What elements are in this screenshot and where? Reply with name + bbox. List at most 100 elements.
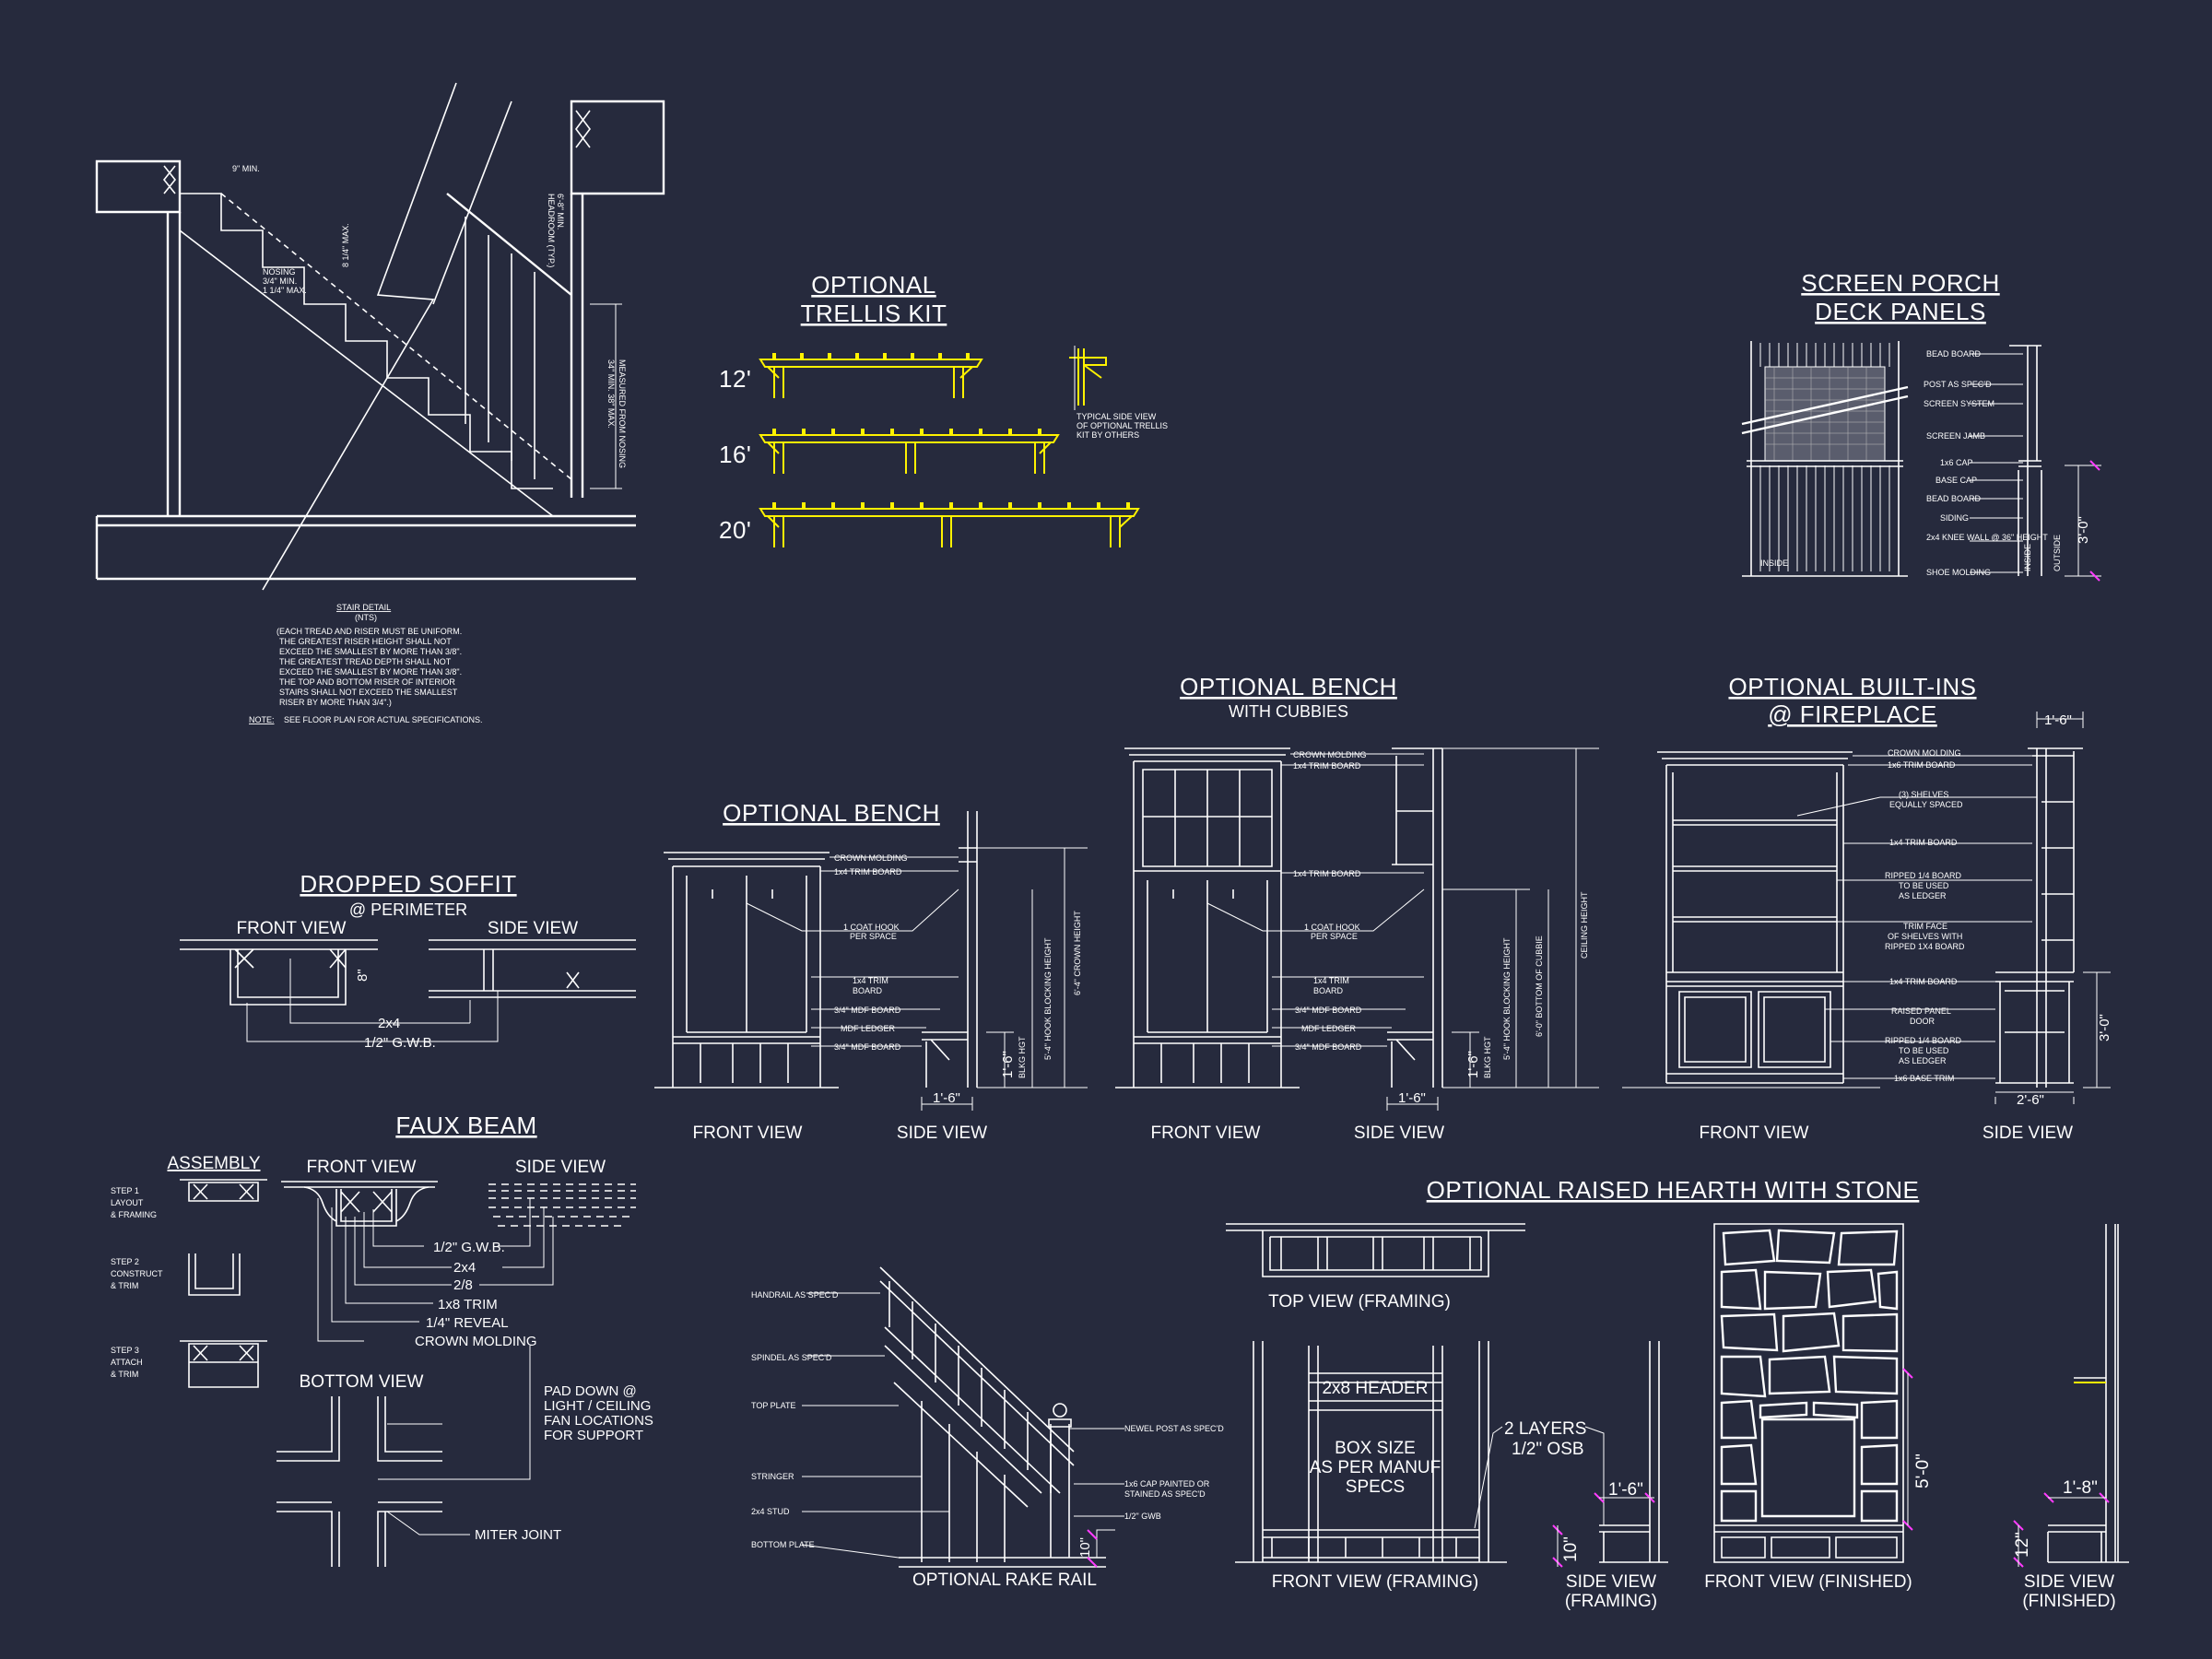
builtins-side-view: SIDE VIEW bbox=[1983, 1124, 2073, 1143]
faux-step1-l2: LAYOUT bbox=[111, 1198, 144, 1207]
faux-assembly: ASSEMBLY bbox=[167, 1154, 260, 1173]
cubbies-hook-dim: 5'-4" HOOK BLOCKING HEIGHT bbox=[1502, 937, 1512, 1060]
builtins-callout-14: DOOR bbox=[1910, 1017, 1936, 1026]
hearth-box-2: AS PER MANUF bbox=[1310, 1458, 1441, 1477]
stair-note-3: EXCEED THE SMALLEST BY MORE THAN 3/8". bbox=[279, 647, 462, 656]
hearth-osb-1: 2 LAYERS bbox=[1504, 1419, 1586, 1439]
rake-left-2: SPINDEL AS SPEC'D bbox=[751, 1353, 832, 1362]
rake-right-1: NEWEL POST AS SPEC'D bbox=[1124, 1424, 1224, 1433]
optional-bench: OPTIONAL BENCH CROWN MOLDING 1x4 TRIM BO… bbox=[654, 799, 1088, 1143]
screen-callout-4: SCREEN JAMB bbox=[1926, 431, 1985, 441]
faux-pad-3: FAN LOCATIONS bbox=[544, 1413, 653, 1429]
faux-callout-5: 1/4" REVEAL bbox=[426, 1315, 509, 1331]
stair-nosing-label: NOSING bbox=[263, 267, 296, 276]
rake-rail: HANDRAIL AS SPEC'D SPINDEL AS SPEC'D TOP… bbox=[751, 1266, 1224, 1590]
hearth-height-framing: 10" bbox=[1561, 1536, 1581, 1562]
bench-callout-4: PER SPACE bbox=[850, 932, 897, 941]
trellis-side-note-2: OF OPTIONAL TRELLIS bbox=[1077, 421, 1168, 430]
trellis-title-2: TRELLIS KIT bbox=[801, 300, 947, 327]
bench-hook-dim: 5'-4" HOOK BLOCKING HEIGHT bbox=[1043, 937, 1053, 1060]
cubbies-subtitle: WITH CUBBIES bbox=[1229, 702, 1348, 721]
rake-right-4: 1/2" GWB bbox=[1124, 1512, 1161, 1521]
faux-miter: MITER JOINT bbox=[475, 1527, 561, 1543]
cubbies-front-view: FRONT VIEW bbox=[1151, 1124, 1261, 1143]
screen-callout-9: 2x4 KNEE WALL @ 36" HEIGHT bbox=[1926, 533, 2048, 542]
hearth-height-finished: 12" bbox=[2013, 1532, 2032, 1558]
stair-tread-min: 9" MIN. bbox=[232, 164, 260, 173]
bench-blkg-label: BLKG HGT bbox=[1018, 1036, 1027, 1078]
trellis-title-1: OPTIONAL bbox=[811, 271, 935, 299]
builtins-callout-16: TO BE USED bbox=[1899, 1046, 1949, 1055]
hearth-top-view: TOP VIEW (FRAMING) bbox=[1268, 1292, 1451, 1312]
hearth-box-3: SPECS bbox=[1346, 1477, 1405, 1497]
builtins-callout-17: AS LEDGER bbox=[1899, 1056, 1947, 1065]
builtins-callout-5: 1x4 TRIM BOARD bbox=[1889, 838, 1958, 847]
stair-note-2: THE GREATEST RISER HEIGHT SHALL NOT bbox=[279, 637, 452, 646]
faux-pad-1: PAD DOWN @ bbox=[544, 1383, 637, 1399]
builtins-title-2: @ FIREPLACE bbox=[1768, 700, 1937, 728]
stair-rail-note: MEASURED FROM NOSING bbox=[618, 359, 627, 468]
cubbies-callout-1: CROWN MOLDING bbox=[1293, 750, 1367, 759]
cubbies-callout-2: 1x4 TRIM BOARD bbox=[1293, 761, 1361, 771]
faux-step3-l3: & TRIM bbox=[111, 1370, 138, 1379]
builtins-fireplace: OPTIONAL BUILT-INS @ FIREPLACE CROWN MOL… bbox=[1622, 673, 2112, 1143]
builtins-base-dim: 2'-6" bbox=[2017, 1092, 2044, 1108]
hearth-front-framing: FRONT VIEW (FRAMING) bbox=[1272, 1572, 1478, 1592]
stair-nosing-min: 3/4" MIN. bbox=[263, 276, 297, 286]
soffit-subtitle: @ PERIMETER bbox=[349, 900, 467, 919]
soffit-dim: 8" bbox=[355, 969, 371, 982]
faux-side-view: SIDE VIEW bbox=[515, 1158, 606, 1177]
stair-nosing-max: 1 1/4" MAX. bbox=[263, 286, 307, 295]
cubbies-callout-10: 3/4" MDF BOARD bbox=[1295, 1042, 1362, 1052]
faux-beam: FAUX BEAM ASSEMBLY FRONT VIEW SIDE VIEW … bbox=[111, 1112, 653, 1567]
screen-porch-title-2: DECK PANELS bbox=[1815, 298, 1986, 325]
rake-right-2: 1x6 CAP PAINTED OR bbox=[1124, 1479, 1210, 1488]
hearth-side-framing-1: SIDE VIEW bbox=[1566, 1572, 1656, 1592]
cubbies-side-view: SIDE VIEW bbox=[1354, 1124, 1444, 1143]
rake-left-3: TOP PLATE bbox=[751, 1401, 796, 1410]
builtins-callout-2: 1x6 TRIM BOARD bbox=[1888, 760, 1956, 770]
hearth-side-framing-2: (FRAMING) bbox=[1565, 1592, 1657, 1611]
stair-note-5: EXCEED THE SMALLEST BY MORE THAN 3/8". bbox=[279, 667, 462, 677]
screen-height-dim: 3'-0" bbox=[2076, 516, 2091, 544]
builtins-callout-1: CROWN MOLDING bbox=[1888, 748, 1961, 758]
screen-outside-label: OUTSIDE bbox=[2053, 535, 2062, 571]
cubbies-callout-7: BOARD bbox=[1313, 986, 1344, 995]
cubbies-title: OPTIONAL BENCH bbox=[1180, 673, 1397, 700]
rake-dim: 10" bbox=[1077, 1537, 1093, 1558]
stair-note-8: RISER BY MORE THAN 3/4".) bbox=[279, 698, 392, 707]
builtins-callout-12: 1x4 TRIM BOARD bbox=[1889, 977, 1958, 986]
cubbies-blkg-label: BLKG HGT bbox=[1483, 1036, 1492, 1078]
stair-note-1: (EACH TREAD AND RISER MUST BE UNIFORM. bbox=[276, 627, 462, 636]
cubbies-height-dim: 1'-6" bbox=[1465, 1051, 1481, 1078]
faux-bottom-view: BOTTOM VIEW bbox=[300, 1372, 424, 1392]
screen-inside-label: INSIDE bbox=[1760, 559, 1788, 568]
hearth-side-finished-1: SIDE VIEW bbox=[2024, 1572, 2114, 1592]
faux-step2-l2: CONSTRUCT bbox=[111, 1269, 163, 1278]
stair-scale: (NTS) bbox=[355, 613, 377, 622]
faux-callout-2: 2x4 bbox=[453, 1260, 476, 1276]
builtins-callout-3: (3) SHELVES bbox=[1899, 790, 1948, 799]
cubbies-callout-4: 1 COAT HOOK bbox=[1304, 923, 1360, 932]
bench-callout-3: 1 COAT HOOK bbox=[843, 923, 900, 932]
soffit-title: DROPPED SOFFIT bbox=[300, 870, 516, 898]
stair-note-6: THE TOP AND BOTTOM RISER OF INTERIOR bbox=[279, 677, 455, 687]
rake-left-1: HANDRAIL AS SPEC'D bbox=[751, 1290, 839, 1300]
screen-callout-6: BASE CAP bbox=[1936, 476, 1977, 485]
builtins-callout-6: RIPPED 1/4 BOARD bbox=[1885, 871, 1962, 880]
faux-front-view: FRONT VIEW bbox=[307, 1158, 417, 1177]
screen-callout-2: POST AS SPEC'D bbox=[1924, 380, 1992, 389]
faux-callout-3: 2/8 bbox=[453, 1277, 473, 1293]
hearth-title: OPTIONAL RAISED HEARTH WITH STONE bbox=[1427, 1176, 1920, 1204]
trellis-side-note-3: KIT BY OTHERS bbox=[1077, 430, 1139, 440]
hearth-header: 2x8 HEADER bbox=[1322, 1379, 1428, 1398]
bench-callout-2: 1x4 TRIM BOARD bbox=[834, 867, 902, 877]
cubbies-callout-6: 1x4 TRIM bbox=[1313, 976, 1349, 985]
stair-detail: 9" MIN. NOSING 3/4" MIN. 1 1/4" MAX. 8 1… bbox=[95, 82, 665, 724]
bench-height-dim: 1'-6" bbox=[1000, 1051, 1016, 1078]
trellis-size-16: 16' bbox=[719, 441, 751, 468]
cubbies-callout-3: 1x4 TRIM BOARD bbox=[1293, 869, 1361, 878]
faux-callout-4: 1x8 TRIM bbox=[438, 1297, 498, 1312]
screen-inside-rot: INSIDE bbox=[2023, 544, 2032, 571]
